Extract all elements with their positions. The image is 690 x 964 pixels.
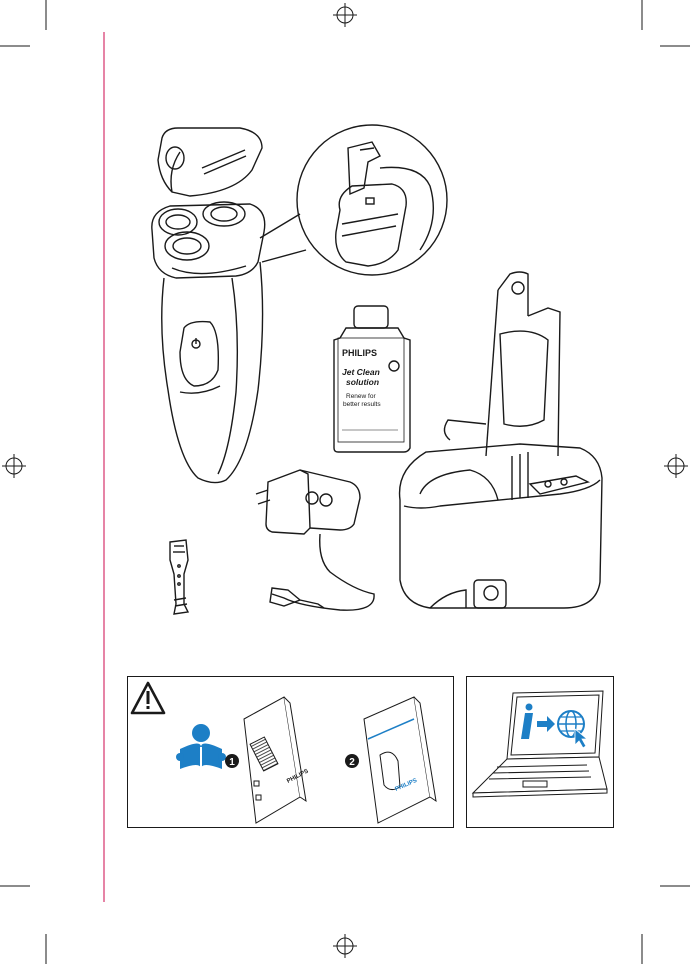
target-mark-bottom <box>333 934 357 958</box>
step-two-badge: 2 <box>345 754 359 768</box>
bottle-note-line2: better results <box>343 401 381 408</box>
cleaning-brush <box>170 540 188 614</box>
step-one-badge: 1 <box>225 754 239 768</box>
jet-clean-system <box>400 272 602 608</box>
laptop-illustration <box>467 677 615 829</box>
person-reading-icon <box>176 724 226 769</box>
cleaning-solution-bottle: PHILIPS Jet Clean solution Renew for bet… <box>334 306 410 452</box>
bottle-note-line1: Renew for <box>346 393 376 400</box>
safety-leaflet-booklet: PHILIPS <box>364 697 436 823</box>
step-one-label: 1 <box>229 757 235 768</box>
power-adapter <box>256 470 374 610</box>
bottle-brand: PHILIPS <box>342 348 377 358</box>
shaver <box>152 202 265 483</box>
zoom-callout <box>260 125 447 275</box>
warning-triangle-icon <box>132 683 164 713</box>
read-manual-panel-art: 1 PHILIPS 2 PHILIPS <box>128 677 455 829</box>
step-two-label: 2 <box>349 757 355 768</box>
user-manual-booklet: PHILIPS <box>244 697 310 823</box>
product-overview-illustration: PHILIPS Jet Clean solution Renew for bet… <box>0 0 690 640</box>
bottle-product-line2: solution <box>346 377 379 387</box>
bottle-product-line1: Jet Clean <box>342 367 380 377</box>
read-manual-panel: 1 PHILIPS 2 PHILIPS <box>127 676 454 828</box>
online-info-panel <box>466 676 614 828</box>
protection-cap <box>158 128 262 196</box>
